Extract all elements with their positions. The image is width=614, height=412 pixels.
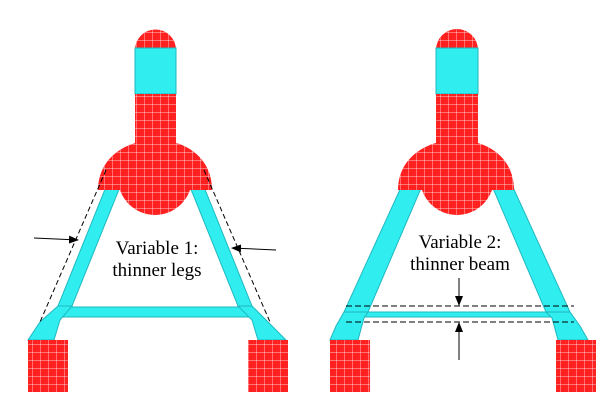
variable-2-title: Variable 2: xyxy=(418,232,502,253)
left-foot-solid xyxy=(28,340,68,392)
shaft-shell xyxy=(134,47,177,95)
variable-2-subtitle: thinner beam xyxy=(410,254,510,275)
left-foot-shell xyxy=(27,305,74,341)
panel-variable-1 xyxy=(27,29,288,392)
head-sphere-solid xyxy=(420,141,494,215)
right-leg-arrow xyxy=(231,244,277,253)
variable-2-label: Variable 2: thinner beam xyxy=(404,232,516,276)
right-foot-solid xyxy=(556,340,596,392)
right-foot-shell xyxy=(544,311,589,341)
left-foot-shell xyxy=(329,311,369,341)
left-leg-dashed xyxy=(39,169,107,323)
shaft-solid xyxy=(436,94,478,149)
top-cap-solid xyxy=(134,29,176,50)
variable-1-subtitle: thinner legs xyxy=(112,260,202,281)
head-sphere-solid xyxy=(118,141,192,215)
left-leg-arrow xyxy=(33,235,79,244)
left-foot-solid xyxy=(330,340,370,392)
shaft-shell xyxy=(435,47,479,95)
right-foot-solid xyxy=(248,340,288,392)
crossbeam-shell xyxy=(59,306,251,318)
shaft-solid xyxy=(135,94,176,149)
top-cap-solid xyxy=(436,29,478,50)
right-foot-shell xyxy=(236,305,288,341)
variable-1-label: Variable 1: thinner legs xyxy=(102,238,212,282)
variable-1-title: Variable 1: xyxy=(115,238,199,259)
panel-variable-2 xyxy=(329,29,596,392)
crossbeam-shell xyxy=(363,311,551,318)
